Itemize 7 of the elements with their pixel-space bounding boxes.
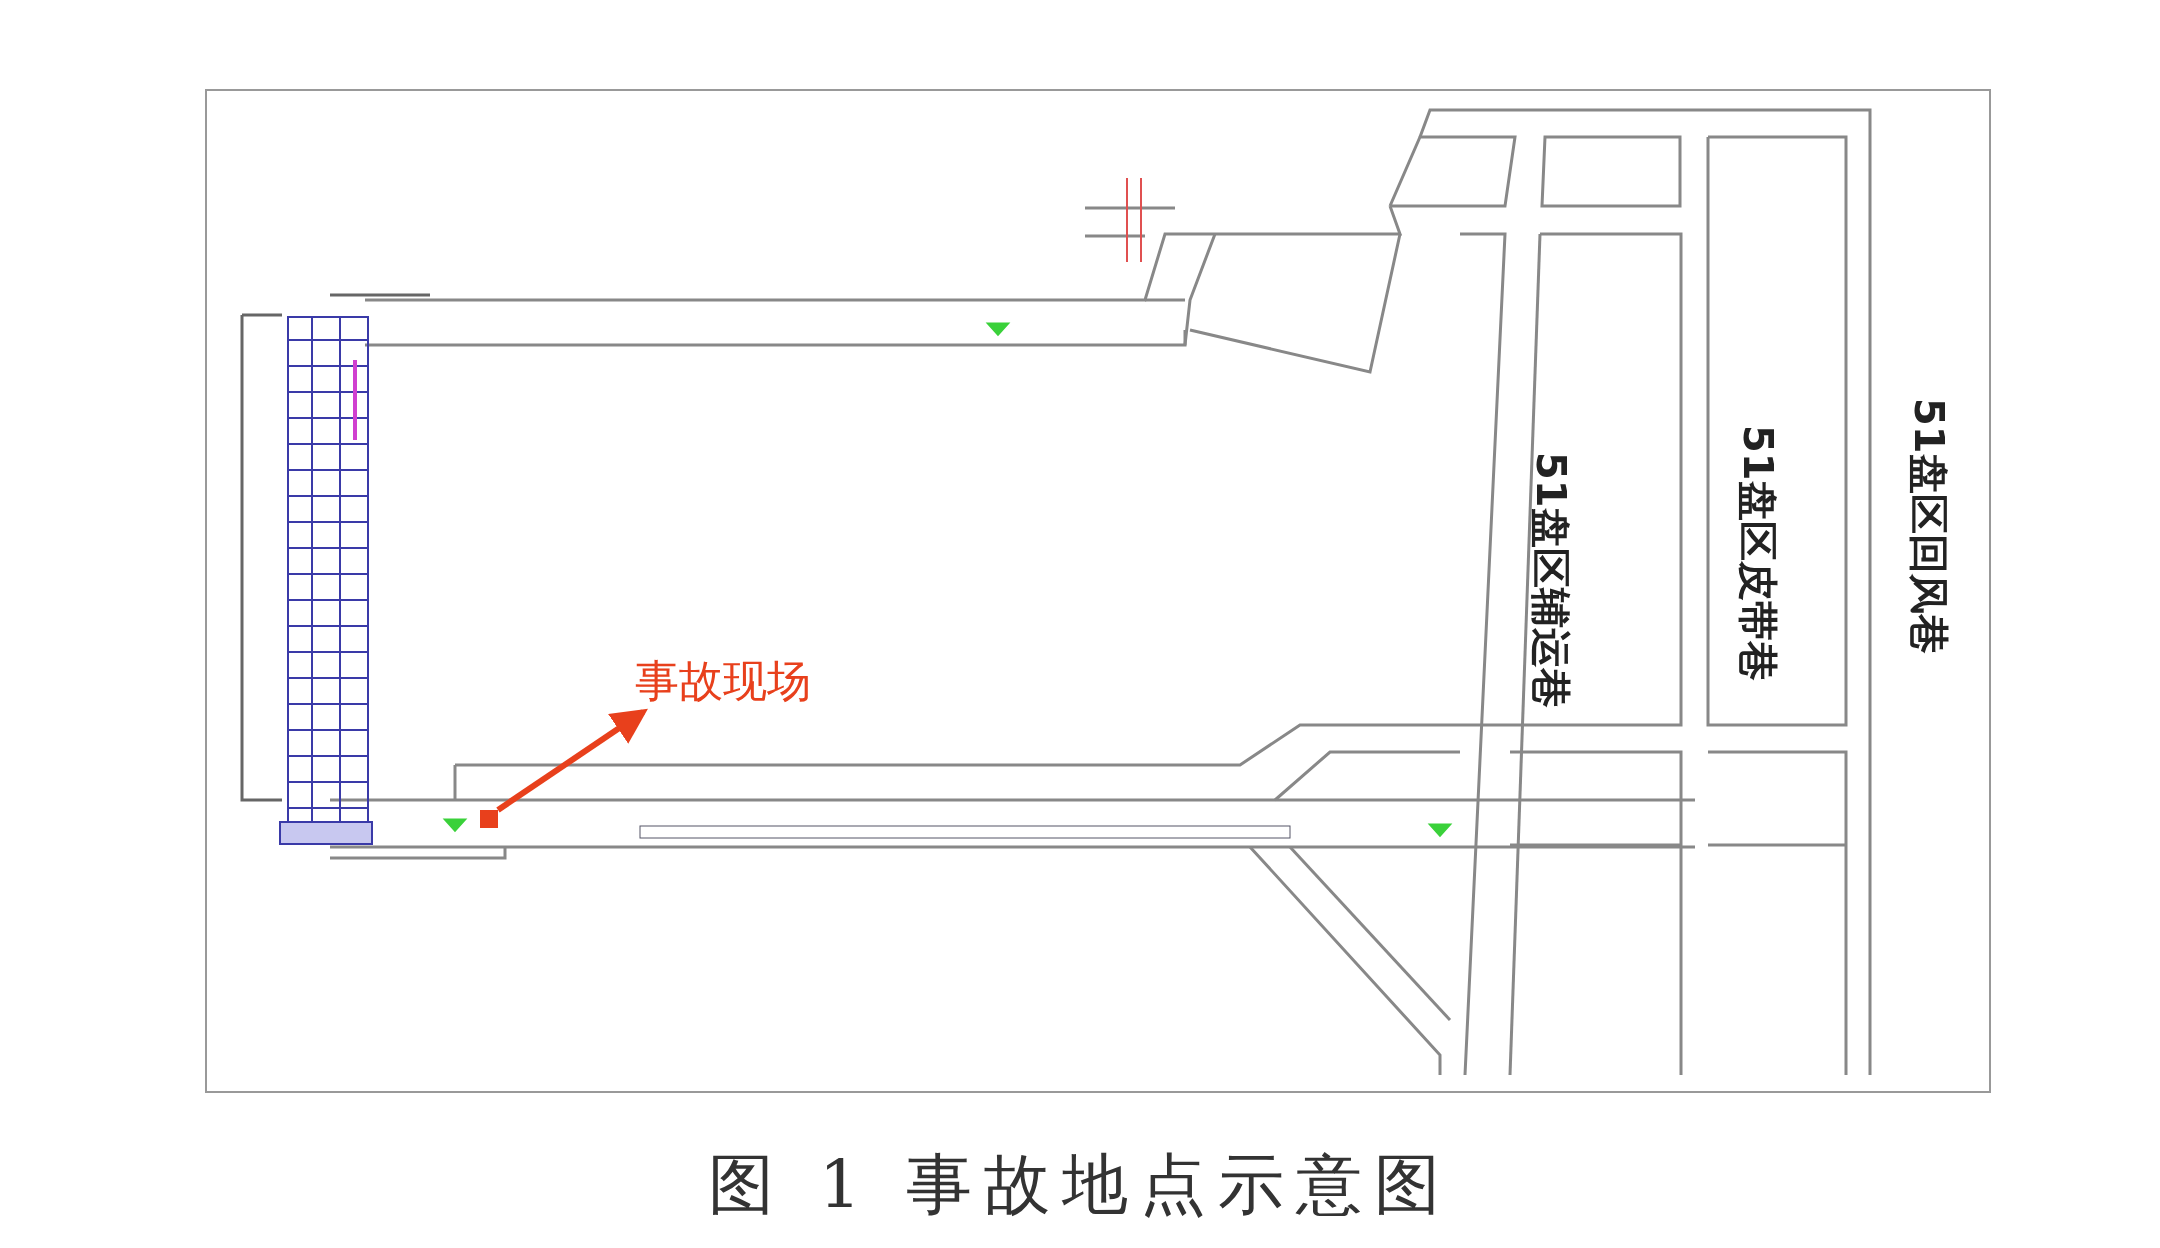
leader-arrow bbox=[496, 708, 648, 813]
tunnel-name-label: 51盘区皮带巷 bbox=[1734, 425, 1782, 681]
figure-caption: 图 1 事故地点示意图 bbox=[708, 1146, 1452, 1223]
tunnel-name-label: 51盘区回风巷 bbox=[1905, 398, 1953, 654]
accident-site-label: 事故现场 bbox=[635, 652, 811, 711]
tunnel-name-label: 51盘区辅运巷 bbox=[1527, 452, 1575, 708]
accident-point-marker bbox=[480, 810, 498, 828]
